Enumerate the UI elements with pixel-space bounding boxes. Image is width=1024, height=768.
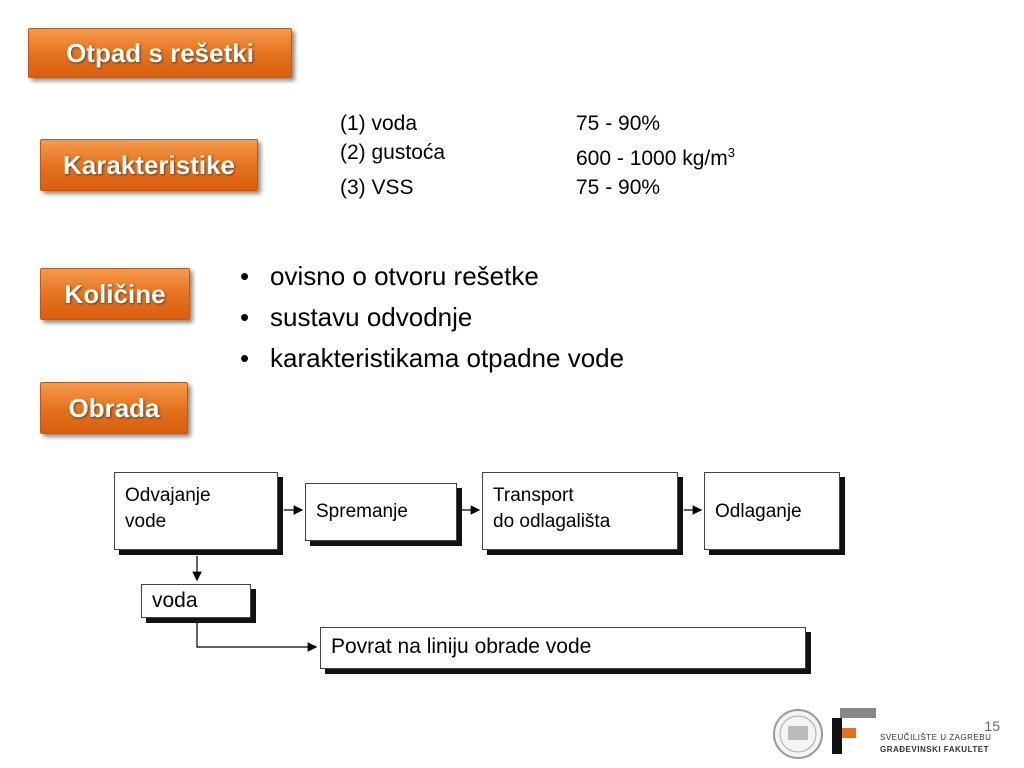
characteristic-row: (3) VSS 75 - 90%: [340, 173, 735, 202]
arrow-voda-povrat: [196, 622, 318, 652]
faculty-name-line2: GRAĐEVINSKI FAKULTET: [880, 745, 989, 754]
characteristic-value: 600 - 1000 kg/m3: [576, 138, 735, 173]
characteristic-row: (1) voda 75 - 90%: [340, 109, 735, 138]
box-line: Povrat na liniju obrade vode: [331, 635, 592, 658]
page-number: 15: [984, 718, 1000, 734]
box-odvajanje-vode: Odvajanje vode: [114, 472, 278, 550]
section-obrada: Obrada: [40, 382, 188, 434]
section-karakteristike: Karakteristike: [40, 139, 258, 191]
bullet-item: • sustavu odvodnje: [240, 297, 624, 338]
characteristic-value-text: 600 - 1000 kg/m: [576, 147, 728, 170]
characteristic-row: (2) gustoća 600 - 1000 kg/m3: [340, 138, 735, 173]
characteristic-value: 75 - 90%: [576, 112, 661, 135]
characteristic-name: (2) gustoća: [340, 141, 446, 164]
superscript: 3: [727, 145, 735, 160]
bullet-text: sustavu odvodnje: [270, 302, 473, 332]
bullet-text: karakteristikama otpadne vode: [270, 343, 625, 373]
box-line: Transport: [493, 485, 574, 506]
box-voda: voda: [141, 584, 251, 618]
characteristic-name: (1) voda: [340, 112, 418, 135]
section-kolicine: Količine: [40, 268, 190, 320]
quantity-bullets: • ovisno o otvoru rešetke • sustavu odvodn…: [240, 256, 624, 379]
characteristics-table: (1) voda 75 - 90% (2) gustoća 600 - 1000…: [340, 109, 735, 202]
characteristic-value: 75 - 90%: [576, 176, 661, 199]
box-line: Spremanje: [316, 501, 408, 522]
bullet-item: • karakteristikama otpadne vode: [240, 338, 624, 379]
bullet-text: ovisno o otvoru rešetke: [270, 261, 539, 291]
faculty-name-line1: SVEUČILIŠTE U ZAGREBU: [880, 733, 992, 742]
box-transport: Transport do odlagališta: [482, 472, 678, 550]
box-line: vode: [125, 511, 167, 532]
bullet-icon: •: [240, 343, 250, 373]
bullet-icon: •: [240, 261, 250, 291]
box-odlaganje: Odlaganje: [704, 472, 840, 550]
bullet-icon: •: [240, 302, 250, 332]
university-logo: [773, 708, 876, 759]
bullet-item: • ovisno o otvoru rešetke: [240, 256, 624, 297]
box-line: voda: [152, 589, 198, 612]
box-line: do odlagališta: [493, 511, 611, 532]
box-line: Odlaganje: [715, 501, 802, 522]
box-povrat: Povrat na liniju obrade vode: [320, 627, 806, 669]
slide-title: Otpad s rešetki: [28, 28, 292, 78]
box-spremanje: Spremanje: [305, 483, 457, 541]
characteristic-name: (3) VSS: [340, 176, 414, 199]
box-line: Odvajanje: [125, 485, 211, 506]
